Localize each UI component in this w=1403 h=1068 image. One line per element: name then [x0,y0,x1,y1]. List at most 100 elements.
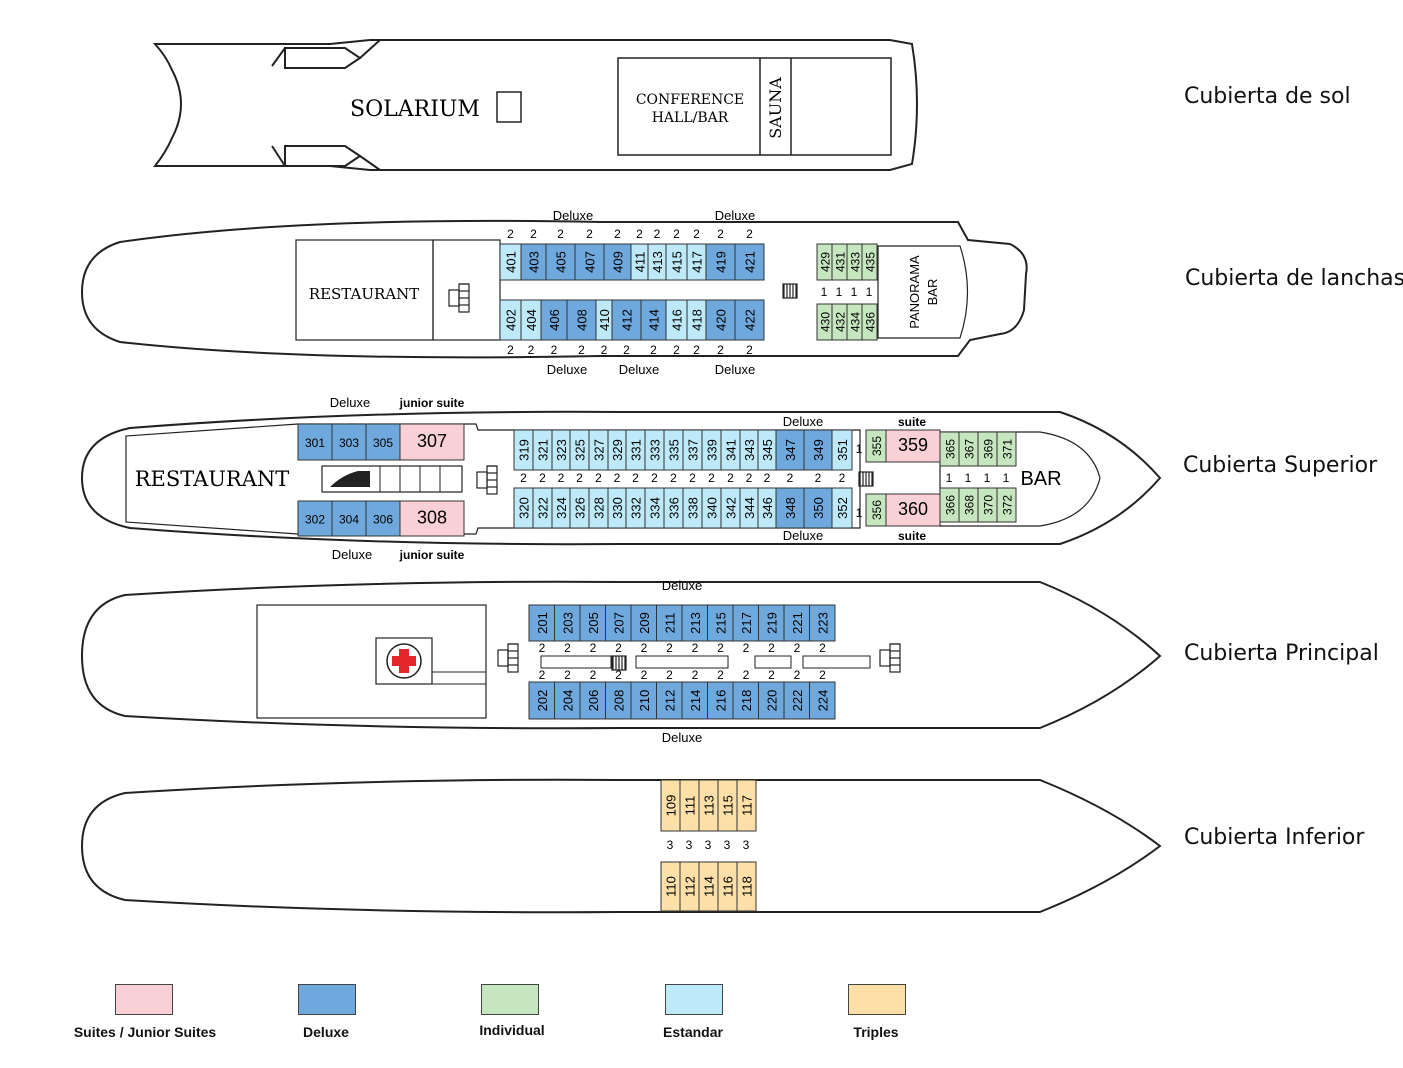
cabin-number: 406 [547,309,562,331]
cabin-capacity: 2 [839,471,846,485]
cabin-box [297,500,333,537]
cabin-404: 404 [520,299,542,341]
cabin-343: 343 [739,429,759,471]
cabin-number: 215 [713,612,728,634]
cabin-capacity: 2 [564,668,571,682]
cabin-number: 355 [870,436,884,456]
stairs-icon [858,471,874,487]
cabin-capacity: 2 [670,471,677,485]
cabin-number: 413 [650,251,665,273]
cabin-number: 429 [819,252,833,272]
cabin-capacity: 1 [866,285,873,299]
cabin-box [656,604,683,642]
cabin-421: 421 [734,243,765,281]
cabin-422: 422 [734,299,765,341]
cabin-capacity: 2 [528,343,535,357]
cabin-number: 342 [724,497,739,519]
cabin-capacity: 2 [746,227,753,241]
cabin-number: 334 [648,497,663,519]
stairs-icon [782,283,798,299]
cabin-box [885,493,941,527]
cabin-number: 201 [535,612,550,634]
solarium-label: SOLARIUM [350,97,480,122]
cabin-capacity: 2 [819,668,826,682]
cabin-number: 436 [864,312,878,332]
cabin-number: 409 [611,251,626,273]
cabin-capacity: 2 [641,668,648,682]
cabin-capacity: 2 [636,227,643,241]
legend-label-triples: Triples [853,1024,899,1040]
cabin-capacity: 2 [717,227,724,241]
cabin-number: 403 [527,251,542,273]
cabin-number: 325 [573,439,588,461]
cabin-number: 430 [819,312,833,332]
cabin-number: 113 [702,795,717,816]
cabin-350: 350 [803,487,833,529]
cabin-capacity: 2 [539,641,546,655]
cabin-box [783,681,810,720]
cabin-number: 407 [583,251,598,273]
cabin-capacity: 2 [632,471,639,485]
cabin-308: 308 [399,500,465,537]
cabin-box [734,243,765,281]
cabin-capacity: 2 [576,471,583,485]
cabin-338: 338 [682,487,703,529]
cabin-331: 331 [625,429,646,471]
cabin-box [574,243,605,281]
cabin-box [603,243,632,281]
cabin-capacity: 2 [768,641,775,655]
cabin-222: 222 [783,681,810,720]
deluxe-label-boat-4: Deluxe [619,362,659,377]
cabin-number: 405 [554,251,569,273]
cabin-box [365,423,401,461]
cabin-356: 356 [865,493,887,527]
cabin-number: 335 [667,439,682,461]
cabin-number: 360 [898,499,928,519]
lifeboat-bottom [284,145,362,167]
cabin-number: 307 [417,431,447,451]
cabin-328: 328 [588,487,609,529]
cabin-370: 370 [977,487,998,523]
cabin-capacity: 2 [787,471,794,485]
cabin-number: 112 [683,876,698,897]
deck-title-inferior: Cubierta Inferior [1184,825,1365,850]
cabin-number: 218 [739,690,754,712]
cabin-capacity: 2 [673,343,680,357]
cabin-box [399,423,465,461]
cabin-capacity: 2 [530,227,537,241]
cabin-number: 321 [536,439,551,461]
cabin-capacity: 3 [667,838,674,852]
cabin-number: 110 [664,876,679,897]
solarium-box [496,91,522,123]
cabin-number: 208 [611,690,626,712]
cabin-418: 418 [686,299,707,341]
cabin-number: 116 [721,876,736,897]
cabin-number: 402 [504,309,519,331]
cabin-number: 203 [560,612,575,634]
cabin-capacity: 1 [946,471,953,485]
cabin-number: 356 [870,500,884,520]
cabin-number: 216 [713,690,728,712]
cabin-111: 111 [679,779,700,832]
cabin-capacity: 2 [520,471,527,485]
conference-label-2: HALL/BAR [652,110,729,126]
cabin-number: 410 [597,309,612,331]
cabin-333: 333 [644,429,665,471]
cabin-number: 324 [554,497,569,519]
cabin-number: 338 [686,497,701,519]
medical-cross-icon [392,649,416,673]
cabin-capacity: 2 [666,641,673,655]
cabin-capacity: 2 [614,471,621,485]
cabin-303: 303 [331,423,367,461]
deluxe-label-upper-3: Deluxe [332,547,372,562]
cabin-number: 421 [743,251,758,273]
cabin-capacity: 2 [727,471,734,485]
cabin-box [681,681,708,720]
cabin-224: 224 [809,681,836,720]
cabin-number: 404 [524,309,539,331]
cabin-number: 420 [714,309,729,331]
cabin-number: 415 [670,251,685,273]
cabin-402: 402 [499,299,522,341]
deck-title-lanchas: Cubierta de lanchas [1185,266,1403,291]
